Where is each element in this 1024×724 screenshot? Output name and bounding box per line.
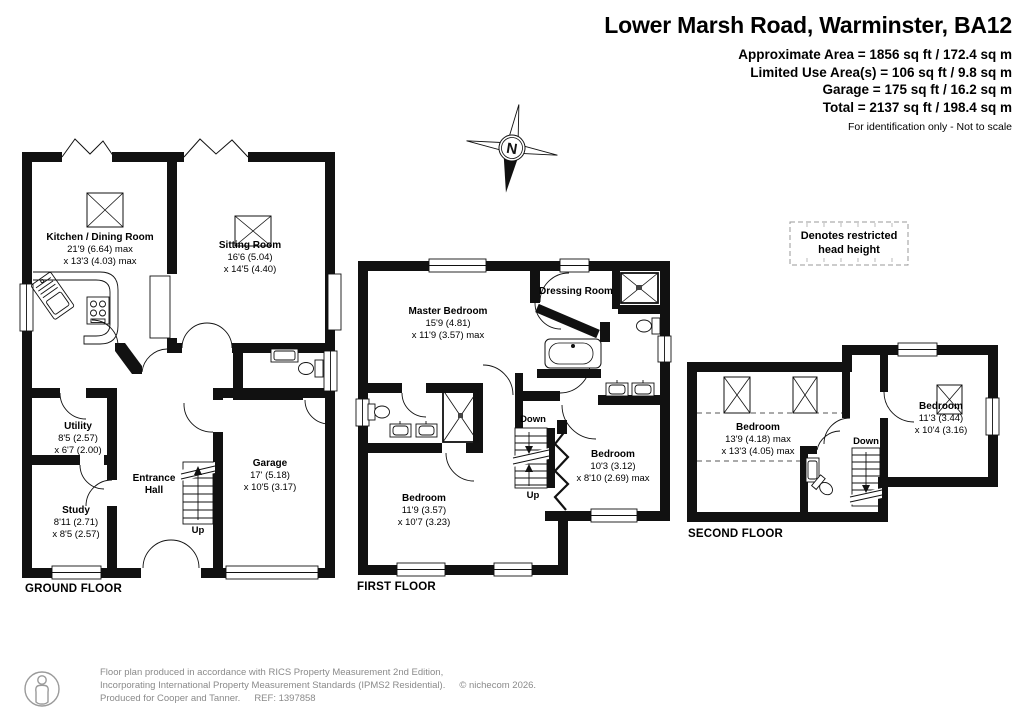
approximate-area: Approximate Area = 1856 sq ft / 172.4 sq… (738, 47, 1012, 63)
stairs-up-label: Up (526, 490, 540, 501)
footer-ref: REF: 1397858 (254, 693, 316, 704)
toilet-icon (367, 403, 390, 421)
stairs (849, 447, 883, 507)
open-boundary-zigzag (183, 138, 249, 158)
first-floor-plan (355, 258, 672, 577)
sink-icon (389, 421, 438, 438)
stairs-down-label: Down (520, 414, 546, 425)
room-label-bedroom-sf-left: Bedroom 13'9 (4.18) max x 13'3 (4.05) ma… (721, 422, 795, 457)
page-title: Lower Marsh Road, Warminster, BA12 (604, 12, 1012, 38)
open-boundary-zigzag (61, 138, 115, 158)
stairs (512, 427, 550, 489)
room-label-kitchen-dining: Kitchen / Dining Room 21'9 (6.64) max x … (46, 232, 154, 267)
hob-icon (86, 296, 110, 325)
room-label-garage: Garage 17' (5.18) x 10'5 (3.17) (243, 458, 297, 493)
sink-icon (803, 457, 820, 483)
bathtub-icon (544, 338, 602, 369)
chimney-breast (327, 273, 342, 331)
room-label-entrance-hall: Entrance Hall (132, 473, 176, 496)
footer-produced-for: Produced for Cooper and Tanner. (100, 693, 241, 704)
room-label-bedroom-ff-right: Bedroom 10'3 (3.12) x 8'10 (2.69) max (576, 449, 650, 484)
identification-note: For identification only - Not to scale (848, 121, 1012, 134)
front-door (141, 539, 201, 579)
stairs-up-label: Up (191, 525, 205, 536)
shower-icon (442, 389, 479, 443)
restricted-head-height-lines (697, 412, 842, 462)
footer-line-3: Produced for Cooper and Tanner. REF: 1397… (100, 693, 316, 704)
header: Lower Marsh Road, Warminster, BA12 Appro… (604, 12, 1012, 133)
garage-area: Garage = 175 sq ft / 16.2 sq m (822, 82, 1012, 98)
room-label-bedroom-sf-right: Bedroom 11'3 (3.44) x 10'4 (3.16) (914, 401, 968, 436)
compass-icon: N (466, 104, 558, 193)
angled-wall (535, 303, 600, 339)
windows (355, 258, 672, 577)
kitchen-sink-icon (31, 272, 75, 320)
ground-floor-plan (19, 138, 342, 580)
toilet-icon (298, 359, 324, 378)
rooflight-icon (86, 192, 272, 247)
footer-line-1: Floor plan produced in accordance with R… (100, 667, 444, 678)
sloped-ceiling-zigzag (553, 429, 570, 511)
room-label-sitting-room: Sitting Room 16'6 (5.04) x 14'5 (4.40) (218, 240, 282, 275)
footer-ipms-text: Incorporating International Property Mea… (100, 680, 446, 691)
svg-text:N: N (505, 140, 518, 158)
person-icon (24, 671, 60, 707)
sink-icon (605, 380, 655, 397)
rooflight-icon (723, 376, 963, 415)
footer-line-2: Incorporating International Property Mea… (100, 680, 536, 691)
ground-floor-label: GROUND FLOOR (25, 583, 122, 595)
room-label-master-bedroom: Master Bedroom 15'9 (4.81) x 11'9 (3.57)… (408, 306, 488, 341)
footer-copyright: © nichecom 2026. (459, 680, 537, 691)
second-floor-plan (687, 342, 1000, 522)
stairs (180, 461, 216, 525)
room-label-bedroom-ff-left: Bedroom 11'9 (3.57) x 10'7 (3.23) (397, 493, 451, 528)
room-label-dressing-room: Dressing Room (539, 286, 613, 297)
shower-icon (620, 272, 659, 304)
second-floor-label: SECOND FLOOR (688, 528, 784, 540)
windows (19, 283, 338, 580)
chimney-breast (149, 275, 171, 339)
sink-icon (270, 346, 299, 363)
stairs-down-label: Down (853, 436, 879, 447)
limited-use-area: Limited Use Area(s) = 106 sq ft / 9.8 sq… (750, 64, 1012, 80)
total-area: Total = 2137 sq ft / 198.4 sq m (822, 99, 1012, 115)
toilet-icon (810, 474, 833, 496)
toilet-icon (636, 317, 661, 335)
room-label-utility: Utility 8'5 (2.57) x 6'7 (2.00) (54, 421, 102, 456)
kitchen-counter (33, 271, 119, 345)
door-arcs (59, 319, 330, 507)
windows (897, 342, 1000, 436)
room-label-study: Study 8'11 (2.71) x 8'5 (2.57) (52, 505, 100, 540)
door-arcs (816, 391, 915, 451)
first-floor-label: FIRST FLOOR (357, 581, 436, 593)
restricted-head-height-legend: Denotes restricted head height (796, 229, 902, 257)
second-floor-walls (687, 345, 998, 522)
